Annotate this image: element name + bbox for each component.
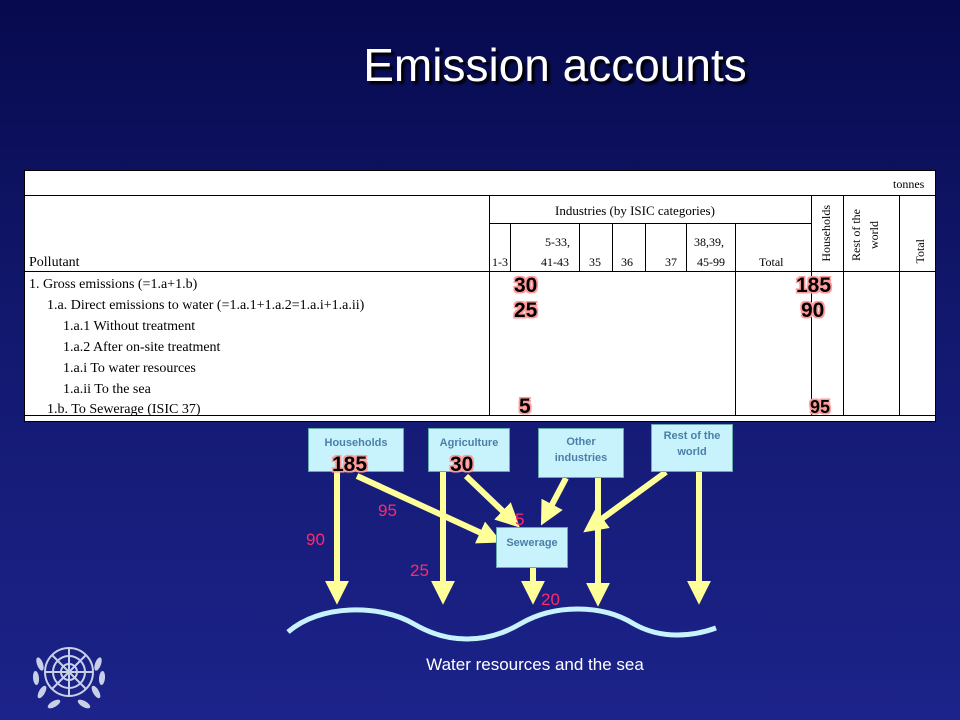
flow-hh-to-sewer: 95	[378, 501, 397, 520]
emission-table: tonnes Industries (by ISIC categories) P…	[24, 170, 936, 422]
row-to-sea: 1.a.ii To the sea	[63, 382, 151, 397]
flow-hh-to-water: 90	[306, 530, 325, 549]
other-to-sewer-arrow	[540, 476, 569, 526]
rest-of-world-label: Rest of the world	[663, 430, 721, 458]
industries-header: Industries (by ISIC categories)	[555, 203, 715, 218]
hh-gross-value: 185	[796, 274, 832, 297]
water-wave	[286, 606, 717, 642]
sewerage-box: Sewerage	[496, 527, 568, 568]
hh-direct-value: 90	[801, 299, 825, 322]
agri-direct-value: 25	[514, 299, 538, 322]
flow-agri-to-water: 25	[410, 561, 429, 580]
pollutant-header: Pollutant	[29, 255, 80, 270]
un-emblem-icon	[32, 647, 106, 709]
flow-agri-to-sewer: 5	[515, 510, 525, 529]
other-industries-box: Other industries	[538, 428, 624, 478]
row-gross-emissions: 1. Gross emissions (=1.a+1.b)	[29, 277, 198, 292]
col-45-99: 45-99	[697, 255, 725, 269]
sewerage-label: Sewerage	[506, 537, 558, 549]
flow-sewer-to-water: 20	[541, 590, 560, 609]
other-industries-label: Other industries	[554, 436, 608, 464]
households-value: 185	[332, 453, 368, 476]
rest-of-world-box: Rest of the world	[651, 424, 733, 472]
col-38-39: 38,39,	[694, 235, 724, 249]
hh-sewer-value: 95	[810, 397, 831, 417]
agriculture-label: Agriculture	[439, 437, 499, 449]
col-35: 35	[589, 255, 601, 269]
col-1-3: 1-3	[492, 255, 508, 269]
unit-label: tonnes	[893, 177, 925, 191]
agri-gross-value: 30	[514, 274, 538, 297]
col-41-43: 41-43	[541, 255, 569, 269]
water-label: Water resources and the sea	[426, 655, 644, 674]
page-title: Emission accounts	[363, 39, 747, 91]
row-direct-emissions: 1.a. Direct emissions to water (=1.a.1+1…	[47, 298, 365, 313]
hh-to-sewer-arrow	[355, 473, 502, 544]
col-total: Total	[759, 255, 784, 269]
households-box: Households	[308, 428, 404, 472]
households-label: Households	[324, 437, 388, 449]
agri-to-sewer-arrow	[463, 473, 520, 528]
row-to-sewerage: 1.b. To Sewerage (ISIC 37)	[47, 402, 201, 417]
row-after-treatment: 1.a.2 After on-site treatment	[63, 340, 221, 355]
col-5-33: 5-33,	[545, 235, 570, 249]
col-37: 37	[665, 255, 677, 269]
col-36: 36	[621, 255, 633, 269]
rest-to-sewer-arrow	[583, 469, 668, 533]
agriculture-value: 30	[450, 453, 474, 476]
agriculture-box: Agriculture	[428, 428, 510, 472]
row-water-resources: 1.a.i To water resources	[63, 361, 196, 376]
row-without-treatment: 1.a.1 Without treatment	[63, 319, 196, 334]
agri-sewer-value: 5	[519, 395, 531, 418]
